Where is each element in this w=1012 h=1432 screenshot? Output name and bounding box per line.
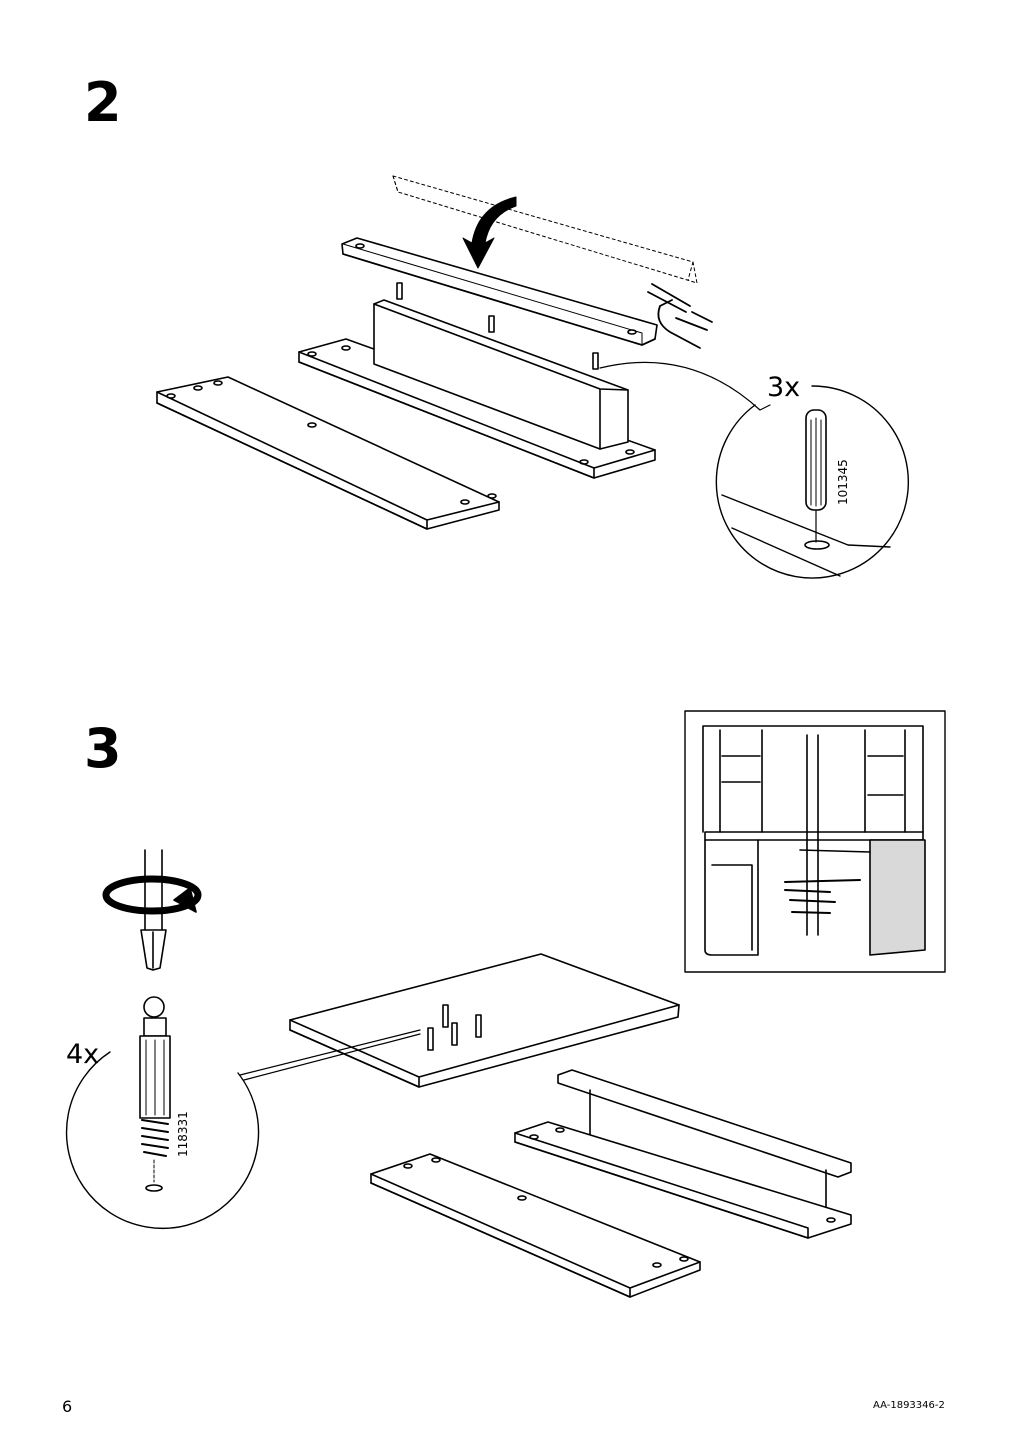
- step-2-number: 2: [84, 71, 122, 134]
- hole-icon: [355, 243, 365, 249]
- ghost-rail-outline: [392, 175, 698, 284]
- callout-line: [239, 1029, 421, 1081]
- document-code: AA-1893346-2: [873, 1400, 945, 1411]
- step-3-part-number: 118331: [176, 1111, 190, 1157]
- reference-inset: [684, 710, 946, 973]
- holes: [403, 1127, 836, 1268]
- hand-pointer-icon: [647, 283, 713, 349]
- callout-line: [599, 361, 771, 411]
- holes: [307, 345, 635, 465]
- back-panel-with-base: [298, 299, 656, 479]
- holes: [166, 380, 497, 505]
- dowels: [396, 282, 599, 370]
- rotate-arrow-icon: [102, 875, 202, 915]
- step-3-number: 3: [84, 717, 122, 780]
- step-2-illustration: [156, 175, 909, 579]
- rail-assembly: [514, 1069, 852, 1239]
- page-number: 6: [62, 1397, 73, 1416]
- callout-circle: [715, 385, 909, 579]
- step-3-illustration: [65, 710, 946, 1298]
- placement-arrow-icon: [462, 196, 517, 269]
- step-2-part-number: 101345: [836, 459, 850, 505]
- step-2-quantity-label: 3x: [767, 372, 801, 403]
- step-3-quantity-label: 4x: [66, 1039, 100, 1070]
- callout-circle: [65, 996, 260, 1229]
- top-rail: [341, 237, 658, 346]
- screwdriver-icon: [140, 849, 167, 971]
- side-board: [370, 1153, 701, 1298]
- side-board: [156, 376, 500, 530]
- cam-bolts: [427, 1004, 482, 1051]
- hole-icon: [627, 329, 637, 335]
- desk-top: [289, 953, 680, 1088]
